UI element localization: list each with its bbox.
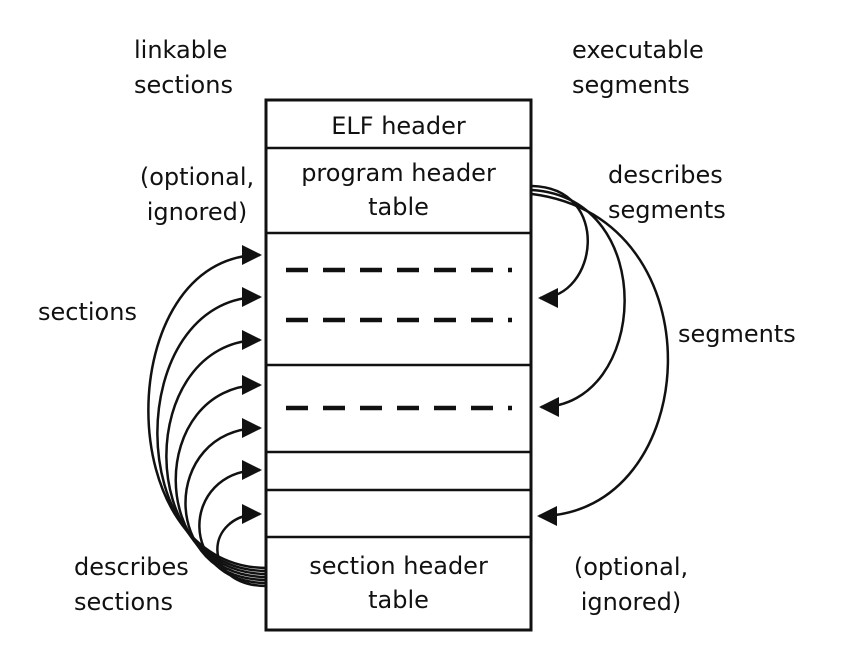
section-arrow-6 xyxy=(198,460,268,585)
section-header-arrows xyxy=(147,245,268,588)
optional-ignored-right-label: (optional, ignored) xyxy=(573,553,689,616)
program-header-arrows xyxy=(531,184,670,526)
segment-arrow-2 xyxy=(531,188,626,417)
elf-header-label: ELF header xyxy=(331,112,466,140)
describes-sections-label: describes sections xyxy=(74,553,189,616)
section-arrow-3 xyxy=(165,330,268,576)
linkable-sections-label: linkable sections xyxy=(134,36,233,99)
section-header-table-label: section header table xyxy=(309,552,488,614)
describes-segments-label: describes segments xyxy=(608,161,726,224)
program-header-table-label: program header table xyxy=(301,159,496,221)
optional-ignored-left-label: (optional, ignored) xyxy=(139,163,255,226)
executable-segments-label: executable segments xyxy=(572,36,704,99)
section-arrow-4 xyxy=(174,375,268,579)
dashed-section-separators xyxy=(286,267,512,411)
section-arrow-2 xyxy=(156,287,268,573)
section-arrow-7 xyxy=(216,504,268,588)
segment-arrow-1 xyxy=(531,184,589,308)
sections-label: sections xyxy=(38,298,137,326)
section-divider-lines xyxy=(266,146,531,539)
section-arrow-5 xyxy=(184,418,268,582)
segment-arrow-3 xyxy=(531,192,670,526)
section-arrow-1 xyxy=(147,245,268,570)
segments-label: segments xyxy=(678,320,796,348)
